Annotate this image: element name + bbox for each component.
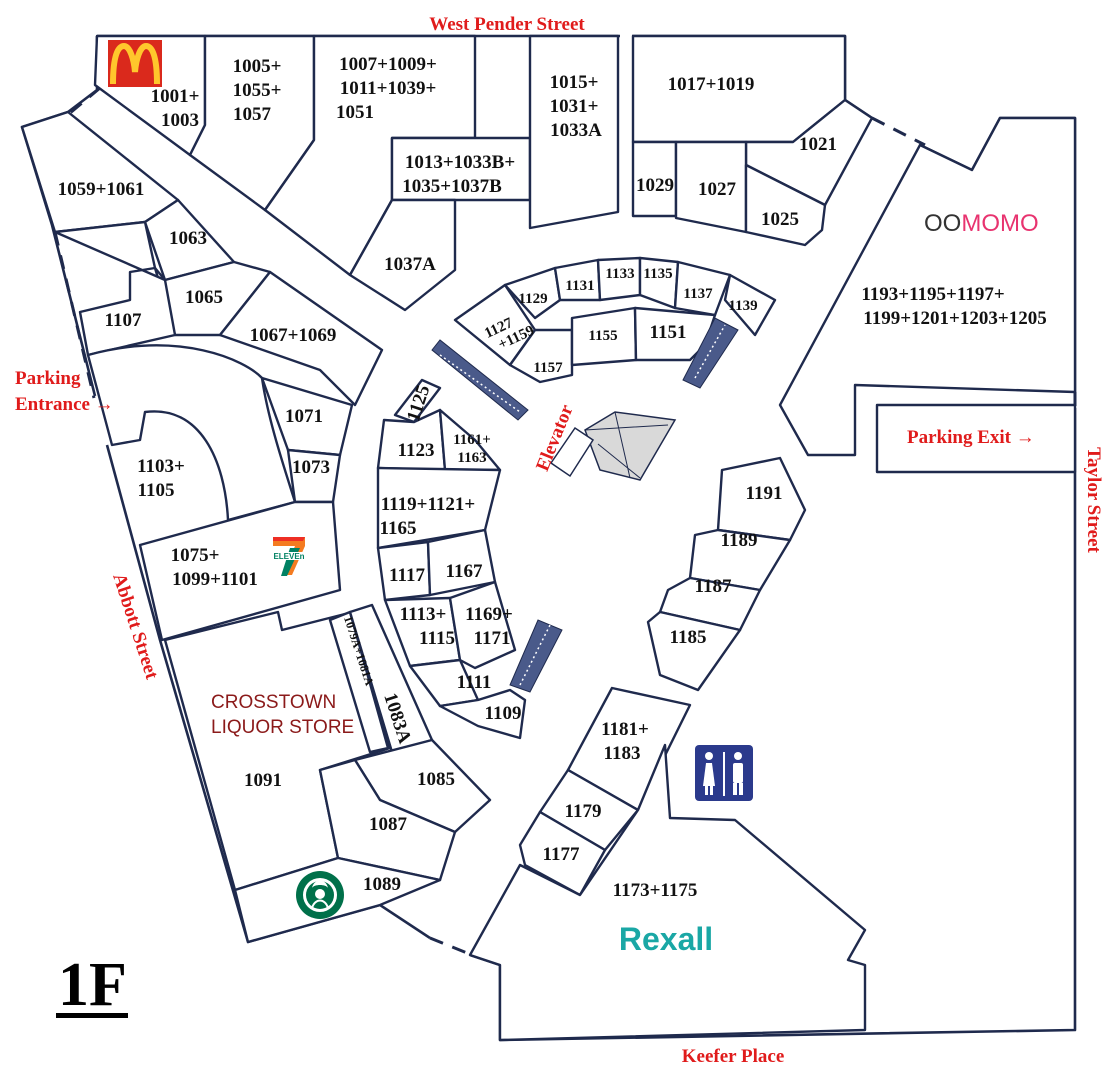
unit-1173[interactable]	[468, 743, 867, 1042]
label-1179: 1179	[565, 801, 602, 822]
label-1117: 1117	[389, 565, 425, 586]
unit-1169[interactable]	[448, 580, 517, 670]
seven-eleven-logo: ELEVEn	[270, 534, 308, 578]
unit-1177[interactable]	[518, 810, 607, 897]
label-1015: 1015+1031+1033A	[550, 72, 603, 141]
oomomo-logo: OOMOMO	[924, 210, 1039, 237]
seven-eleven-text: ELEVEn	[273, 552, 304, 561]
street-north: West Pender Street	[429, 14, 585, 35]
escalator-south	[509, 619, 563, 693]
unit-1025[interactable]	[744, 163, 827, 247]
parking-exit-label: Parking Exit →	[907, 427, 1035, 448]
label-1001: 1001+1003	[151, 86, 200, 131]
label-1111: 1111	[457, 672, 492, 693]
mcdonalds-logo	[108, 40, 162, 87]
label-1113: 1113+1115	[400, 604, 455, 649]
floor-label-underline	[56, 1013, 128, 1018]
label-1187: 1187	[695, 576, 732, 597]
label-1091: 1091	[244, 770, 282, 791]
elevator-shaft[interactable]	[549, 411, 677, 481]
label-1129: 1129	[518, 291, 547, 307]
unit-1109[interactable]	[438, 688, 527, 740]
label-1017: 1017+1019	[668, 74, 755, 95]
street-east: Taylor Street	[1083, 447, 1104, 553]
label-1189: 1189	[721, 530, 758, 551]
unit-1015[interactable]	[528, 34, 620, 230]
label-1103: 1103+1105	[137, 456, 185, 501]
label-1085: 1085	[417, 769, 455, 790]
unit-1079a[interactable]	[328, 610, 390, 754]
label-1167: 1167	[446, 561, 483, 582]
label-1155: 1155	[588, 328, 617, 344]
label-1139: 1139	[728, 298, 757, 314]
label-1025: 1025	[761, 209, 799, 230]
unit-1107[interactable]	[53, 220, 177, 357]
label-1133: 1133	[605, 266, 634, 282]
label-1193: 1193+1195+1197+1199+1201+1203+1205	[861, 284, 1046, 329]
unit-1185[interactable]	[646, 610, 742, 692]
entrance-gap-west	[53, 231, 96, 399]
label-1027: 1027	[698, 179, 737, 200]
oomomo-prefix: OO	[924, 210, 961, 237]
starbucks-logo	[296, 871, 344, 919]
label-1087: 1087	[369, 814, 408, 835]
label-1169: 1169+1171	[465, 604, 513, 649]
unit-1067[interactable]	[218, 270, 384, 407]
unit-1189[interactable]	[688, 528, 792, 592]
label-1107: 1107	[105, 310, 142, 331]
svg-text:OOMOMO: OOMOMO	[924, 210, 1039, 237]
unit-1125[interactable]	[393, 378, 442, 424]
label-1123: 1123	[398, 440, 435, 461]
street-south: Keefer Place	[682, 1046, 785, 1067]
label-1151: 1151	[650, 322, 687, 343]
label-1073: 1073	[292, 457, 330, 478]
label-1029: 1029	[636, 175, 674, 196]
unit-1037a[interactable]	[348, 198, 457, 312]
label-1037a: 1037A	[384, 254, 436, 275]
unit-1139[interactable]	[723, 273, 777, 337]
rexall-logo: Rexall	[619, 921, 713, 957]
floor-label: 1F	[58, 951, 127, 1019]
label-1131: 1131	[565, 278, 594, 294]
label-1071: 1071	[285, 406, 323, 427]
label-1161: 1161+1163	[453, 432, 491, 466]
label-1173: 1173+1175	[613, 880, 698, 901]
crosstown-liquor-line2: LIQUOR STORE	[211, 717, 354, 738]
parking-exit-area[interactable]	[875, 403, 1077, 474]
label-1013: 1013+1033B+1035+1037B	[402, 152, 515, 197]
label-1157: 1157	[533, 360, 563, 376]
label-1021: 1021	[799, 134, 837, 155]
entrance-gap-nw	[63, 86, 101, 120]
label-1059: 1059+1061	[58, 179, 145, 200]
label-1177: 1177	[543, 844, 580, 865]
unit-1013[interactable]	[390, 136, 532, 202]
crosstown-liquor-line1: CROSSTOWN	[211, 692, 336, 713]
label-1063: 1063	[169, 228, 207, 249]
escalator-north	[431, 339, 529, 421]
label-1181: 1181+1183	[601, 719, 649, 764]
label-1005: 1005+1055+1057	[233, 56, 282, 125]
label-1137: 1137	[683, 286, 713, 302]
label-1109: 1109	[485, 703, 522, 724]
label-1119: 1119+1121+1165	[380, 494, 476, 539]
parking-entrance-label-1: Parking	[15, 368, 81, 389]
label-1191: 1191	[746, 483, 783, 504]
label-1067: 1067+1069	[250, 325, 337, 346]
label-1185: 1185	[670, 627, 707, 648]
unit-1103[interactable]	[86, 344, 297, 522]
label-1135: 1135	[643, 266, 672, 282]
label-1075: 1075+1099+1101	[171, 545, 258, 590]
unit-1193[interactable]	[778, 116, 1077, 457]
restroom-icon[interactable]	[695, 745, 753, 801]
entrance-gap-ne	[871, 116, 926, 147]
oomomo-suffix: MOMO	[961, 210, 1038, 237]
parking-entrance-label-2: Entrance →	[15, 394, 114, 415]
label-1089: 1089	[363, 874, 401, 895]
escalator-northeast	[682, 317, 739, 389]
label-1007: 1007+1009+1011+1039+1051	[336, 54, 437, 123]
unit-1191[interactable]	[716, 456, 807, 542]
entrance-gap-south	[429, 936, 473, 957]
label-1065: 1065	[185, 287, 223, 308]
